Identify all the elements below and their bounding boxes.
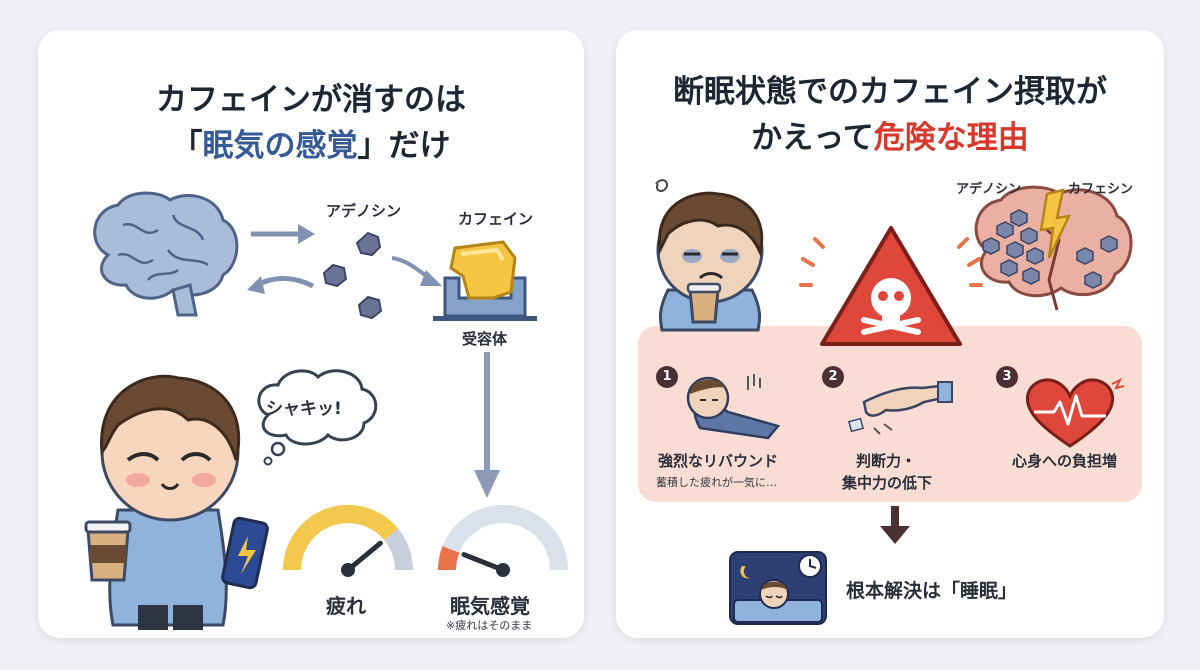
- reason-2-number: 2: [822, 366, 844, 388]
- brain-icon: [93, 191, 239, 317]
- sleeping-child-icon: [729, 551, 827, 625]
- speech-text: シャキッ!: [266, 399, 342, 419]
- sleepiness-gauge: [438, 505, 568, 577]
- adenosine-label: アデノシン: [326, 202, 402, 220]
- dropping-hand-icon: [847, 381, 953, 435]
- right-title-line2: かえって危険な理由: [751, 120, 1029, 156]
- caffeine-label: カフェイン: [458, 210, 534, 228]
- exhausted-person-icon: [655, 179, 764, 332]
- warning-skull-icon: [820, 226, 962, 346]
- sleepiness-label: 眠気感覚: [450, 594, 530, 618]
- fatigue-label: 疲れ: [326, 594, 366, 618]
- conclusion-arrow: [880, 506, 910, 544]
- left-title-emphasis: 眠気の感覚: [202, 128, 358, 164]
- receptor-icon: [433, 240, 537, 321]
- reason-2-title-line2: 集中力の低下: [842, 474, 933, 492]
- right-adenosine-label: アデノシン: [956, 182, 1022, 197]
- thought-bubble: [257, 369, 378, 466]
- reason-3-number: 3: [996, 366, 1018, 388]
- damaged-brain-icon: [974, 185, 1133, 311]
- left-title-line2: 「眠気の感覚」だけ: [171, 128, 451, 164]
- adenosine-to-receptor-arrow: [391, 256, 442, 286]
- gauge-note: ※疲れはそのまま: [446, 619, 533, 632]
- down-arrow: [474, 352, 500, 498]
- heart-icon: [1025, 377, 1125, 448]
- reason-1-number: 1: [656, 366, 678, 388]
- collapsed-person-icon: [686, 374, 781, 440]
- warning-rays: [799, 237, 983, 287]
- fatigue-gauge: [283, 505, 413, 577]
- adenosine-molecules-icon: [322, 231, 383, 320]
- left-title-line1: カフェインが消すのは: [156, 82, 466, 118]
- conclusion-text: 根本解決は「睡眠」: [846, 580, 1018, 602]
- right-title-line1: 断眠状態でのカフェイン摂取が: [673, 74, 1107, 110]
- left-panel: カフェインが消すのは 「眠気の感覚」だけ アデノシン カフェイン 受容体: [38, 30, 584, 638]
- reason-1-subtitle: 蓄積した疲れが一気に…: [656, 476, 777, 489]
- right-title-emphasis: 危険な理由: [873, 120, 1029, 156]
- right-panel: 断眠状態でのカフェイン摂取が かえって危険な理由: [616, 30, 1164, 638]
- receptor-label: 受容体: [462, 330, 508, 348]
- right-caffeine-label: カフェシン: [1068, 182, 1134, 197]
- signal-arrows: [247, 224, 315, 294]
- reason-2-title-line1: 判断力・: [856, 452, 917, 470]
- tired-person-icon: [84, 374, 269, 630]
- reason-1-title: 強烈なリバウンド: [658, 452, 779, 470]
- reason-3-title: 心身への負担増: [1012, 452, 1118, 470]
